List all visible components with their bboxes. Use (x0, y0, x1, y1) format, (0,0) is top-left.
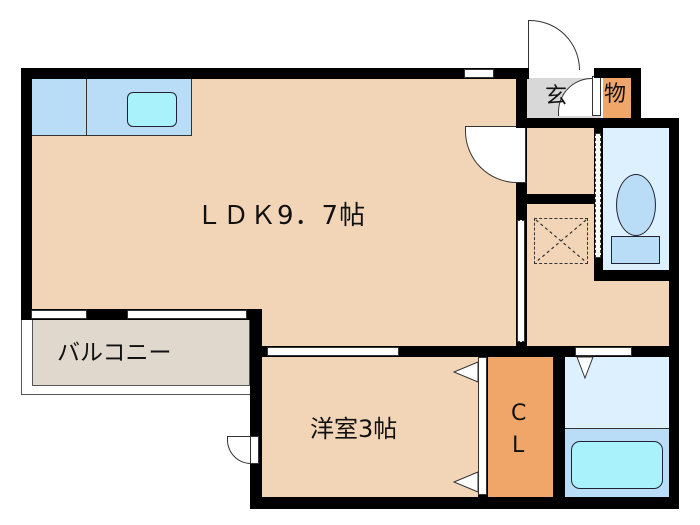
toilet-tank-icon (611, 236, 660, 264)
entrance-door-frame (592, 76, 601, 116)
side-door-frame (250, 436, 259, 464)
washing-machine-space (534, 218, 588, 264)
storage-label: 物 (604, 82, 627, 107)
wall-hall-washroom (516, 194, 596, 204)
wall-western-left (250, 309, 262, 509)
ldk-floor-lower (260, 310, 516, 347)
wall-storage-right (631, 68, 641, 120)
wall-bottom (250, 497, 678, 509)
wall-toilet-bottom (594, 270, 679, 281)
wall-right (669, 118, 679, 509)
ldk-sliding-door (517, 220, 525, 342)
ldk-door-frame (516, 126, 526, 183)
balcony-floor (32, 318, 250, 386)
entrance-door-swing (528, 20, 580, 70)
western-room-floor (262, 356, 484, 498)
hallway-floor (527, 128, 595, 194)
sliding-door-western (267, 347, 399, 356)
window-balcony-left (31, 310, 87, 319)
window-top (464, 69, 494, 78)
closet-door (478, 357, 487, 495)
ldk-label: ＬＤＫ9．7帖 (196, 201, 367, 231)
wall-ldk-hall (516, 68, 527, 357)
entrance-label: 玄 (545, 84, 568, 109)
closet-door-marks-icon (452, 361, 479, 493)
western-room-label: 洋室3帖 (310, 415, 398, 443)
side-door-swing (227, 436, 251, 464)
wall-entrance-top-right (594, 68, 640, 78)
toilet-door (595, 133, 601, 258)
storage-floor (603, 78, 631, 118)
washing-machine-x-icon (535, 219, 587, 263)
wall-closet-bath (553, 346, 565, 509)
window-balcony-right (127, 310, 247, 319)
wall-top (21, 68, 529, 79)
bath-door (575, 347, 632, 356)
kitchen-divider (86, 78, 87, 136)
closet-label-c: C (511, 401, 527, 426)
closet-label-l: L (512, 433, 525, 458)
bath-door-mark-icon (576, 356, 594, 380)
wall-left (21, 68, 32, 320)
closet-floor (488, 357, 553, 498)
balcony-label: バルコニー (57, 340, 172, 366)
wall-ldk-western (250, 346, 678, 357)
kitchen-sink-icon (127, 92, 177, 127)
bathtub-icon (571, 441, 663, 489)
toilet-bowl-icon (616, 174, 656, 236)
